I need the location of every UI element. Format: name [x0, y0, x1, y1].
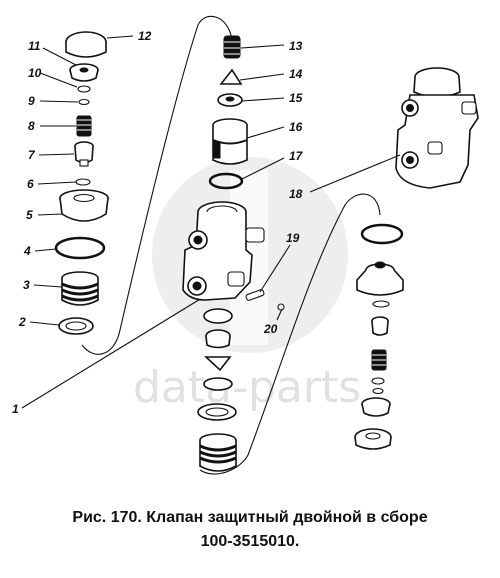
part-15-nut [217, 93, 243, 107]
part-4-gasket [54, 236, 106, 260]
callout-labels: 12 11 10 9 8 7 6 5 4 3 2 1 13 14 15 16 1… [12, 29, 304, 416]
assembly-curves [21, 15, 381, 475]
callout-4: 4 [23, 244, 31, 258]
leader-lines [29, 35, 401, 326]
part-18-assembled-valve [395, 67, 479, 189]
caption-line-2: 100-3515010. [200, 533, 300, 550]
part-5-housing-cover [59, 189, 109, 222]
part-3-spring [61, 271, 99, 306]
callout-17: 17 [289, 149, 304, 163]
part-9-ring [78, 98, 90, 106]
callout-20: 20 [263, 322, 278, 336]
part-7-plunger [74, 141, 94, 167]
callout-2: 2 [18, 315, 26, 329]
watermark-text: data-parts [133, 362, 361, 413]
caption-line-1: Рис. 170. Клапан защитный двойной в сбор… [72, 509, 428, 526]
part-6-ring [75, 178, 91, 186]
callout-7: 7 [28, 148, 36, 162]
part-8-spring [76, 115, 92, 137]
part-16-piston [212, 118, 248, 165]
lower-center-parts [197, 308, 237, 472]
figure-caption: Рис. 170. Клапан защитный двойной в сбор… [0, 506, 500, 554]
part-19-pin [245, 289, 265, 301]
part-1-valve-body [182, 201, 265, 301]
callout-10: 10 [28, 66, 42, 80]
part-20-screw [277, 303, 285, 311]
callout-14: 14 [289, 67, 303, 81]
callout-1: 1 [12, 402, 19, 416]
callout-12: 12 [138, 29, 152, 43]
callout-18: 18 [289, 187, 303, 201]
right-exploded-parts [354, 223, 404, 450]
part-10-washer [77, 85, 91, 93]
callout-8: 8 [28, 119, 35, 133]
callout-6: 6 [27, 177, 34, 191]
part-11-cover [69, 63, 99, 82]
part-13-spring [223, 35, 241, 59]
callout-9: 9 [28, 94, 35, 108]
callout-5: 5 [26, 208, 33, 222]
part-2-washer [58, 317, 94, 335]
part-17-oring [208, 172, 244, 190]
callout-13: 13 [289, 39, 303, 53]
callout-19: 19 [286, 231, 300, 245]
callout-11: 11 [28, 39, 41, 53]
part-14-triangle [219, 68, 243, 85]
part-12-cap [65, 31, 107, 58]
callout-3: 3 [23, 278, 30, 292]
callout-16: 16 [289, 120, 303, 134]
callout-15: 15 [289, 91, 303, 105]
